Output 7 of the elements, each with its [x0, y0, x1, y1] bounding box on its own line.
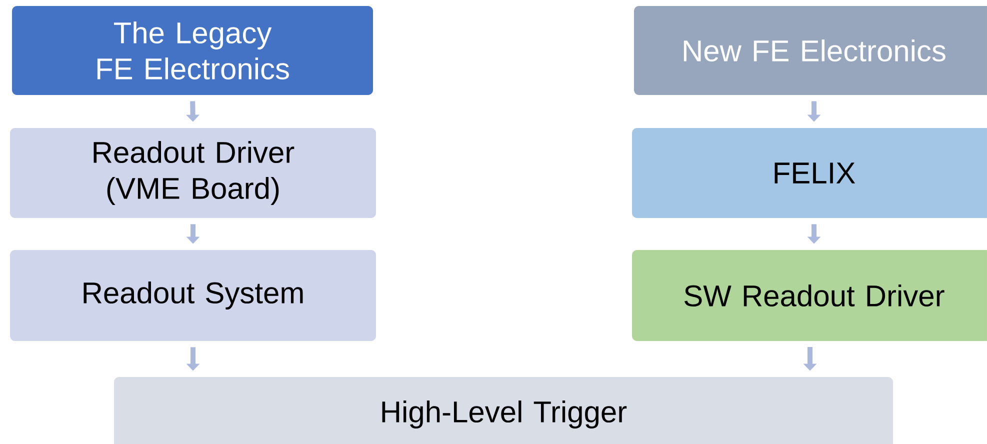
process-box: The Legacy FE Electronics [12, 6, 373, 95]
process-box: High-Level Trigger [114, 377, 893, 444]
process-box: SW Readout Driver [632, 250, 987, 341]
process-box: Readout System [10, 250, 376, 341]
process-box: Readout Driver (VME Board) [10, 128, 376, 218]
process-box: FELIX [632, 128, 987, 218]
process-box: New FE Electronics [634, 6, 987, 95]
